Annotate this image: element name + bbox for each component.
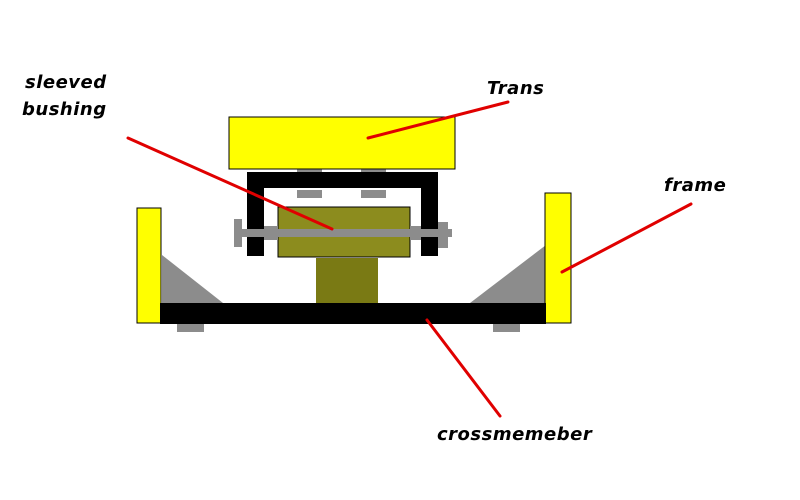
crossmember-bolt-left bbox=[177, 324, 204, 332]
bracket-leg-right bbox=[421, 172, 438, 256]
gusset-right bbox=[470, 245, 546, 303]
frame-rail-left bbox=[136, 207, 162, 324]
bracket-leg-left bbox=[247, 172, 264, 256]
label-crossmember: crossmemeber bbox=[437, 424, 593, 445]
bracket-top bbox=[247, 172, 438, 188]
through-bolt bbox=[234, 229, 452, 237]
bolt-nut-left bbox=[264, 226, 278, 240]
mount-post bbox=[316, 258, 378, 303]
crossmember-bar bbox=[160, 303, 546, 324]
bolt-head-left bbox=[234, 219, 242, 247]
pointer-frame bbox=[560, 202, 693, 274]
bolt-head-right bbox=[438, 222, 448, 248]
gusset-left bbox=[162, 255, 223, 303]
bracket-bolt-left-lower bbox=[297, 190, 322, 198]
pointer-crossmember bbox=[425, 318, 502, 418]
pointer-trans bbox=[366, 100, 510, 140]
crossmember-bolt-right bbox=[493, 324, 520, 332]
frame-rail-right bbox=[544, 192, 572, 324]
pointer-sleeved-bushing bbox=[126, 136, 334, 231]
label-frame: frame bbox=[664, 175, 726, 196]
bolt-nut-right bbox=[410, 226, 421, 240]
label-trans: Trans bbox=[487, 78, 544, 99]
bracket-bolt-right-lower bbox=[361, 190, 386, 198]
label-bushing: bushing bbox=[22, 99, 107, 120]
label-sleeved: sleeved bbox=[25, 72, 107, 93]
